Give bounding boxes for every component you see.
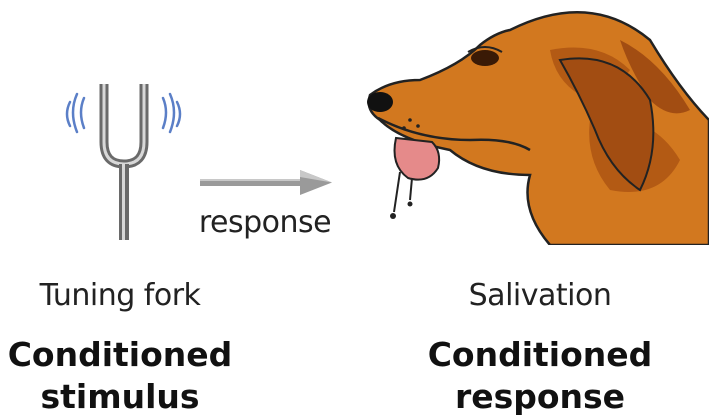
response-title-line2: response — [454, 377, 626, 416]
stimulus-title-line2: stimulus — [40, 377, 200, 416]
stimulus-title: Conditioned stimulus — [0, 334, 240, 418]
dog-head-illustration — [367, 10, 709, 245]
response-title: Conditioned response — [420, 334, 660, 418]
stimulus-object-label: Tuning fork — [39, 278, 201, 313]
arrow-label: response — [198, 205, 332, 240]
arrow-icon — [200, 170, 332, 195]
response-title-line1: Conditioned — [427, 335, 653, 374]
stimulus-title-line1: Conditioned — [7, 335, 233, 374]
tuning-fork-icon — [65, 84, 182, 240]
response-object-label: Salivation — [468, 278, 612, 313]
